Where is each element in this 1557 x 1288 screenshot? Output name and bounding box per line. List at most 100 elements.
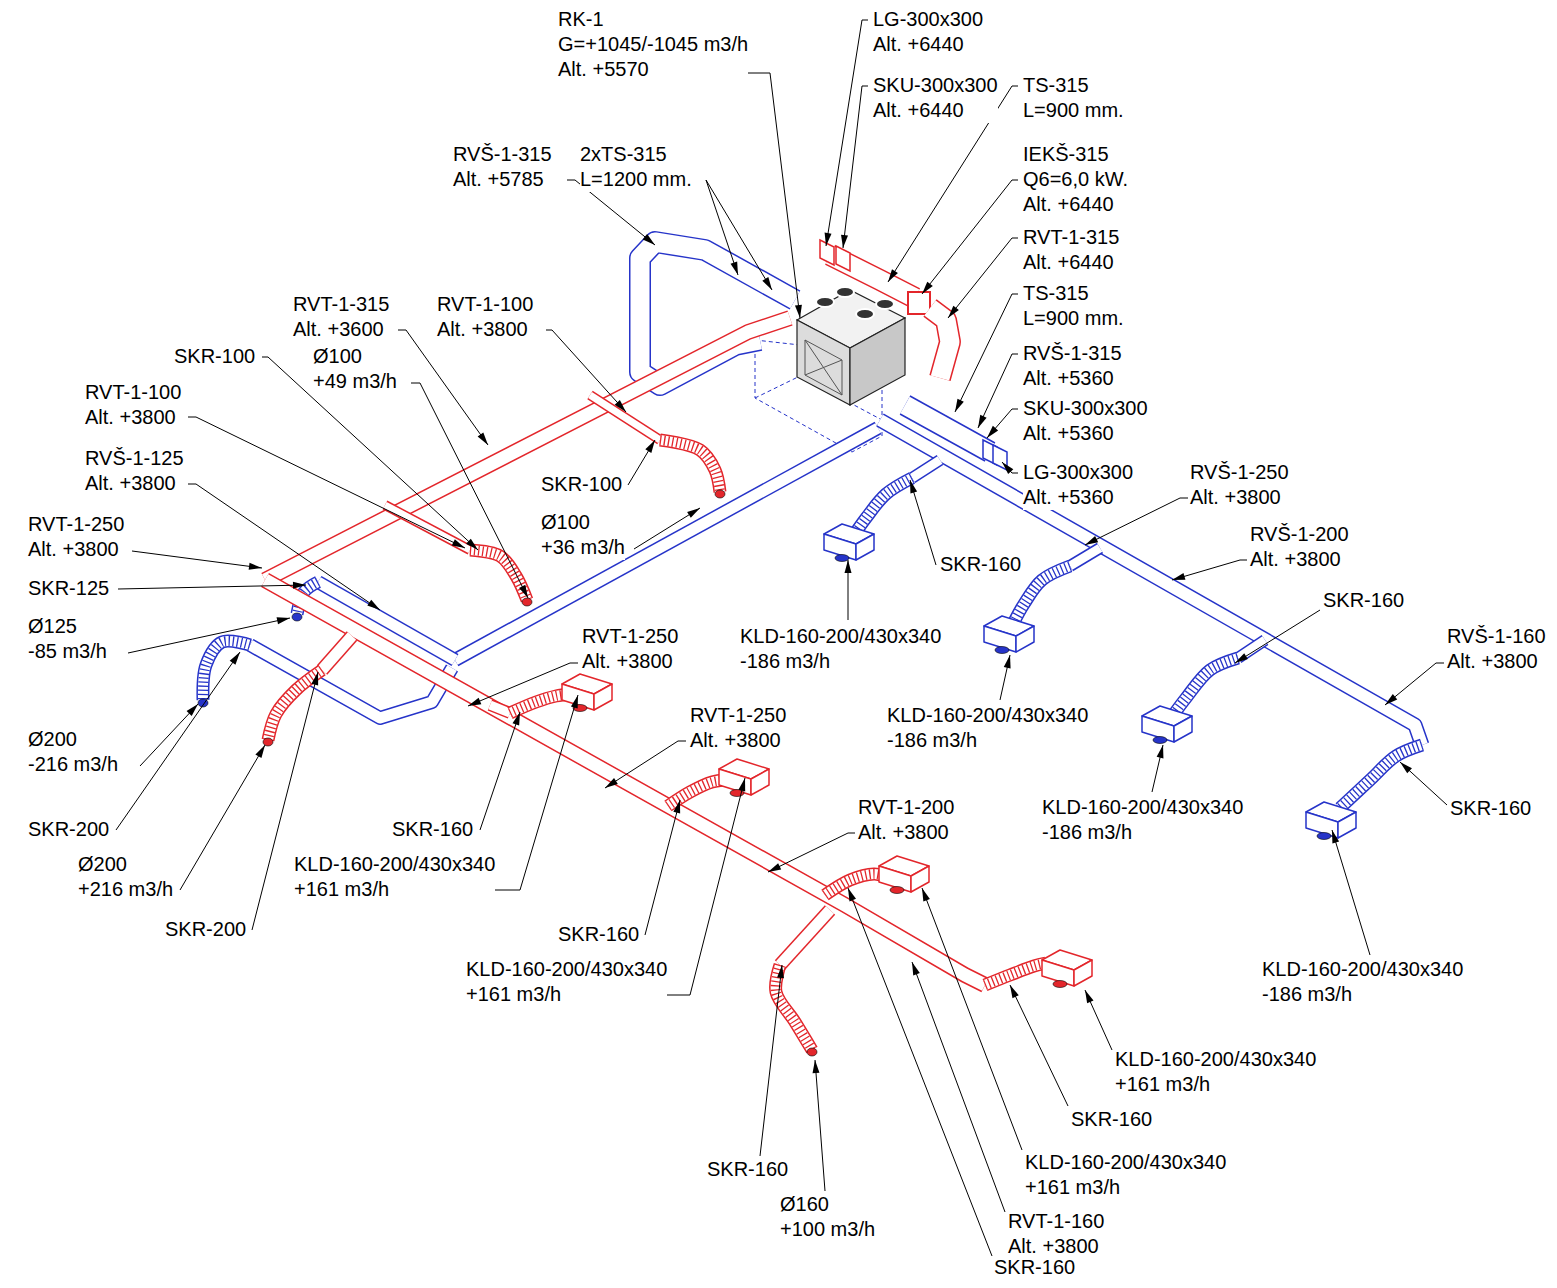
leader-line	[546, 330, 626, 412]
heater	[908, 292, 930, 314]
leader-arrowhead	[615, 400, 626, 412]
leader-line	[815, 1060, 825, 1191]
flex-duct-core	[268, 670, 322, 740]
leader-arrowhead	[255, 745, 265, 758]
flex-duct	[470, 550, 527, 600]
callout-label: SKR-100	[174, 344, 255, 369]
leader-line	[188, 417, 465, 548]
leader-arrowhead	[848, 888, 856, 901]
flex-duct-rib	[1340, 745, 1422, 808]
callout-label: LG-300x300 Alt. +5360	[1023, 460, 1133, 510]
rigid-duct-core	[880, 420, 1422, 745]
unit-spigot	[836, 287, 854, 297]
callout-label: RVŠ-1-315 Alt. +5360	[1023, 341, 1122, 391]
callout-label: 2xTS-315 L=1200 mm.	[580, 142, 692, 192]
diffuser-box	[594, 684, 612, 710]
leader-arrowhead	[845, 560, 852, 573]
callout-label: KLD-160-200/430x340 +161 m3/h	[1115, 1047, 1316, 1097]
leader-line	[1400, 762, 1447, 805]
rigid-duct	[590, 395, 660, 440]
leader-arrowhead	[768, 863, 781, 872]
leader-line	[180, 745, 265, 890]
callout-label: KLD-160-200/430x340 +161 m3/h	[294, 852, 495, 902]
leader-line	[1172, 560, 1247, 580]
flex-duct-rib	[1174, 658, 1238, 714]
leader-arrowhead	[922, 282, 933, 294]
diffuser-neck	[1153, 737, 1167, 744]
callout-label: RVT-1-315 Alt. +6440	[1023, 225, 1119, 275]
callout-label: TS-315 L=900 mm.	[1023, 281, 1124, 331]
callout-label: SKR-160	[994, 1255, 1075, 1280]
leader-line	[662, 73, 800, 318]
rigid-duct	[780, 910, 830, 965]
rigid-duct-core	[265, 318, 790, 580]
callout-label: SKR-160	[707, 1157, 788, 1182]
leader-arrowhead	[1332, 830, 1339, 843]
leader-arrowhead	[731, 262, 738, 275]
diffuser-box	[911, 866, 929, 892]
rigid-duct-core	[905, 405, 990, 452]
leader-arrowhead	[230, 652, 240, 665]
leader-line	[768, 833, 855, 872]
unit-detail	[805, 340, 842, 395]
callout-label: SKR-200	[28, 817, 109, 842]
leader-arrowhead	[777, 965, 784, 978]
callout-label: TS-315 L=900 mm.	[1023, 73, 1124, 123]
duct-outlet	[522, 598, 532, 606]
diffuser-neck	[890, 887, 904, 894]
leader-arrowhead	[645, 440, 655, 453]
flex-duct-core	[510, 694, 570, 713]
leader-arrowhead	[912, 962, 920, 975]
leader-line	[978, 354, 1018, 428]
leader-arrowhead	[978, 415, 987, 428]
callout-label: KLD-160-200/430x340 +161 m3/h	[466, 957, 667, 1007]
duct-outlet	[292, 613, 302, 621]
leader-arrowhead	[1004, 655, 1011, 668]
leader-line	[634, 508, 700, 549]
diffuser-box	[1338, 812, 1356, 838]
leader-line	[1152, 745, 1163, 792]
rigid-duct	[880, 420, 1422, 745]
rigid-duct-core	[590, 395, 660, 440]
leader-arrowhead	[277, 617, 290, 624]
flex-duct-core	[776, 965, 812, 1050]
flex-duct	[268, 670, 322, 740]
leader-arrowhead	[1085, 990, 1094, 1003]
diffuser-box	[856, 534, 874, 560]
leader-arrowhead	[187, 704, 198, 716]
leader-line	[706, 180, 738, 275]
callout-label: Ø100 +36 m3/h	[541, 510, 625, 560]
flex-duct-core	[203, 641, 250, 700]
callout-label: RVŠ-1-200 Alt. +3800	[1250, 522, 1349, 572]
rigid-duct-core	[322, 636, 352, 670]
rigid-duct	[905, 405, 990, 452]
leader-arrowhead	[762, 277, 772, 290]
callout-label: SKR-100	[541, 472, 622, 497]
diffuser-box	[1174, 716, 1192, 742]
flex-duct-rib	[470, 550, 527, 600]
leader-arrowhead	[1010, 985, 1019, 998]
callout-label: SKR-160	[392, 817, 473, 842]
leader-arrowhead	[673, 800, 680, 813]
leader-arrowhead	[571, 695, 578, 708]
leader-arrowhead	[910, 480, 917, 493]
leader-line	[843, 86, 868, 248]
unit-face	[850, 318, 905, 405]
leader-line	[1385, 663, 1444, 705]
callout-label: KLD-160-200/430x340 -186 m3/h	[1262, 957, 1463, 1007]
rigid-duct-core	[265, 580, 985, 985]
flex-duct-rib	[825, 874, 884, 895]
callout-label: RVT-1-100 Alt. +3800	[85, 380, 181, 430]
unit-spigot	[876, 299, 894, 309]
callout-label: RVŠ-1-160 Alt. +3800	[1447, 624, 1546, 674]
callout-label: Ø200 -216 m3/h	[28, 727, 118, 777]
diffuser-neck	[835, 555, 849, 562]
unit-face	[797, 320, 850, 405]
flex-duct	[510, 694, 570, 713]
leader-line	[987, 409, 1018, 438]
leader-line	[480, 712, 520, 830]
leader-arrowhead	[1157, 745, 1164, 758]
duct-outlet	[263, 738, 273, 746]
leader-arrowhead	[643, 234, 655, 245]
